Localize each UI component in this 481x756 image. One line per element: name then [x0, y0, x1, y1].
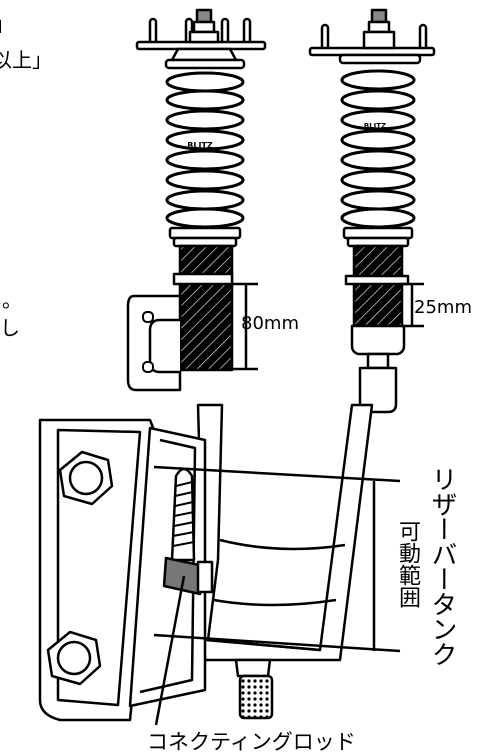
right-dimension — [402, 282, 424, 328]
left-stroke-label: 80mm — [241, 313, 299, 334]
left-coilover: BLITZ — [126, 8, 267, 392]
fragment-mid-left-1: 。 — [2, 288, 22, 312]
right-brand-label: BLITZ — [364, 122, 386, 130]
movable-range-label: 可動範囲 — [395, 520, 420, 608]
reservoir-tank-label: リザーバータンク — [427, 466, 457, 666]
connecting-rod-leader — [154, 575, 186, 726]
left-brand-label: BLITZ — [187, 141, 213, 150]
fragment-top-left-1: 」 — [0, 8, 14, 37]
detail-view — [38, 403, 374, 722]
fragment-mid-left-2: し — [0, 316, 20, 340]
right-coilover: BLITZ — [308, 8, 436, 414]
connecting-rod-label: コネクティングロッド — [147, 730, 356, 754]
fragment-top-left-2: 以上」 — [0, 48, 52, 72]
range-indicator — [153, 465, 401, 653]
left-dimension — [232, 282, 258, 371]
right-stroke-label: 25mm — [414, 297, 472, 318]
